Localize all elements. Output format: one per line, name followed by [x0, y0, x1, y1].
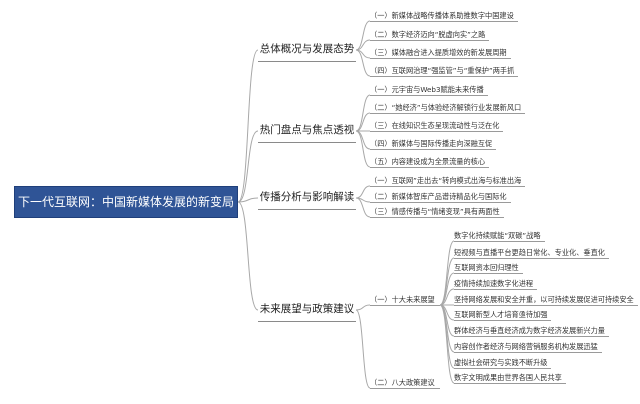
branch-hot-topics: 热门盘点与焦点透视 [258, 119, 356, 143]
overview-item-2: （二）数字经济迈向“脱虚向实”之路 [370, 29, 490, 41]
branch-overview: 总体概况与发展态势 [258, 38, 356, 62]
branch-future-outlook: 未来展望与政策建议 [258, 298, 356, 322]
prediction-7: 群体经济与垂直经济成为数字经济发展新兴力量 [454, 325, 609, 337]
connector-b1-i1 [355, 20, 371, 51]
analysis-item-3: （三）情感传播与“情绪变现”具有两面性 [370, 206, 504, 218]
connector-b3-i3 [355, 197, 371, 218]
connector-b1-i4 [355, 49, 371, 77]
prediction-10: 数字文明成果由世界各国人民共享 [454, 372, 566, 384]
outlook-eight-policies: （二）八大政策建议 [370, 377, 440, 389]
branch-communication-analysis: 传播分析与影响解读 [258, 186, 356, 210]
connector-b4-s1 [355, 304, 371, 311]
prediction-4: 疫情持续加速数字化进程 [454, 278, 538, 290]
overview-item-4: （四）互联网治理“强监管”与“重保护”两手抓 [370, 65, 519, 77]
hot-topics-item-1: （一）元宇宙与Web3赋能未来传播 [370, 84, 488, 96]
connector-b2-i1 [355, 94, 371, 132]
connector-s1-c9 [439, 304, 455, 369]
prediction-2: 短视频与直播平台更趋日常化、专业化、垂直化 [454, 247, 609, 259]
connector-s1-c10 [439, 304, 455, 384]
hot-topics-item-5: （五）内容建设成为全景流量的核心 [370, 156, 490, 168]
prediction-8: 内容创作者经济与网络营销服务机构发展迅猛 [454, 341, 602, 353]
hot-topics-item-4: （四）新媒体与国际传播走向深融互促 [370, 138, 497, 150]
hot-topics-item-3: （三）在线知识生态呈现流动性与泛在化 [370, 120, 504, 132]
root-topic: 下一代互联网：中国新媒体发展的新变局 [14, 186, 238, 218]
hot-topics-item-2: （二）“她经济”与体验经济解锁行业发展新风口 [370, 102, 526, 114]
connector-b2-i2 [355, 112, 371, 132]
connector-s1-c2 [439, 257, 455, 306]
outlook-ten-predictions: （一）十大未来展望 [370, 294, 440, 306]
connector-root-branch4 [237, 201, 259, 311]
connector-root-branch3 [237, 197, 259, 203]
connector-b1-i2 [355, 39, 371, 51]
analysis-item-2: （二）新媒体智库产品谱诗精品化与国际化 [370, 191, 511, 203]
overview-item-1: （一）新媒体战略传播体系助推数字中国建设 [370, 10, 518, 22]
connector-b4-s2 [355, 309, 371, 389]
connector-s1-c1 [439, 240, 455, 306]
connector-b3-i1 [355, 185, 371, 199]
prediction-9: 虚拟社会研究与实践不断升级 [454, 357, 552, 369]
connector-root-branch2 [237, 130, 259, 203]
prediction-6: 互联网新型人才培育亟待加强 [454, 309, 552, 321]
connector-b2-i5 [355, 130, 371, 168]
connector-root-branch1 [237, 49, 259, 203]
prediction-3: 互联网资本回归理性 [454, 262, 523, 274]
prediction-1: 数字化持续赋能“双碳”战略 [454, 230, 545, 242]
overview-item-3: （三）媒体融合进入提质增效的新发展周期 [370, 47, 511, 59]
prediction-5: 坚持网络发展和安全并重，以可持续发展促进可持续安全 [454, 294, 638, 306]
analysis-item-1: （一）互联网”走出去“转向模式出海与标准出海 [370, 175, 526, 187]
